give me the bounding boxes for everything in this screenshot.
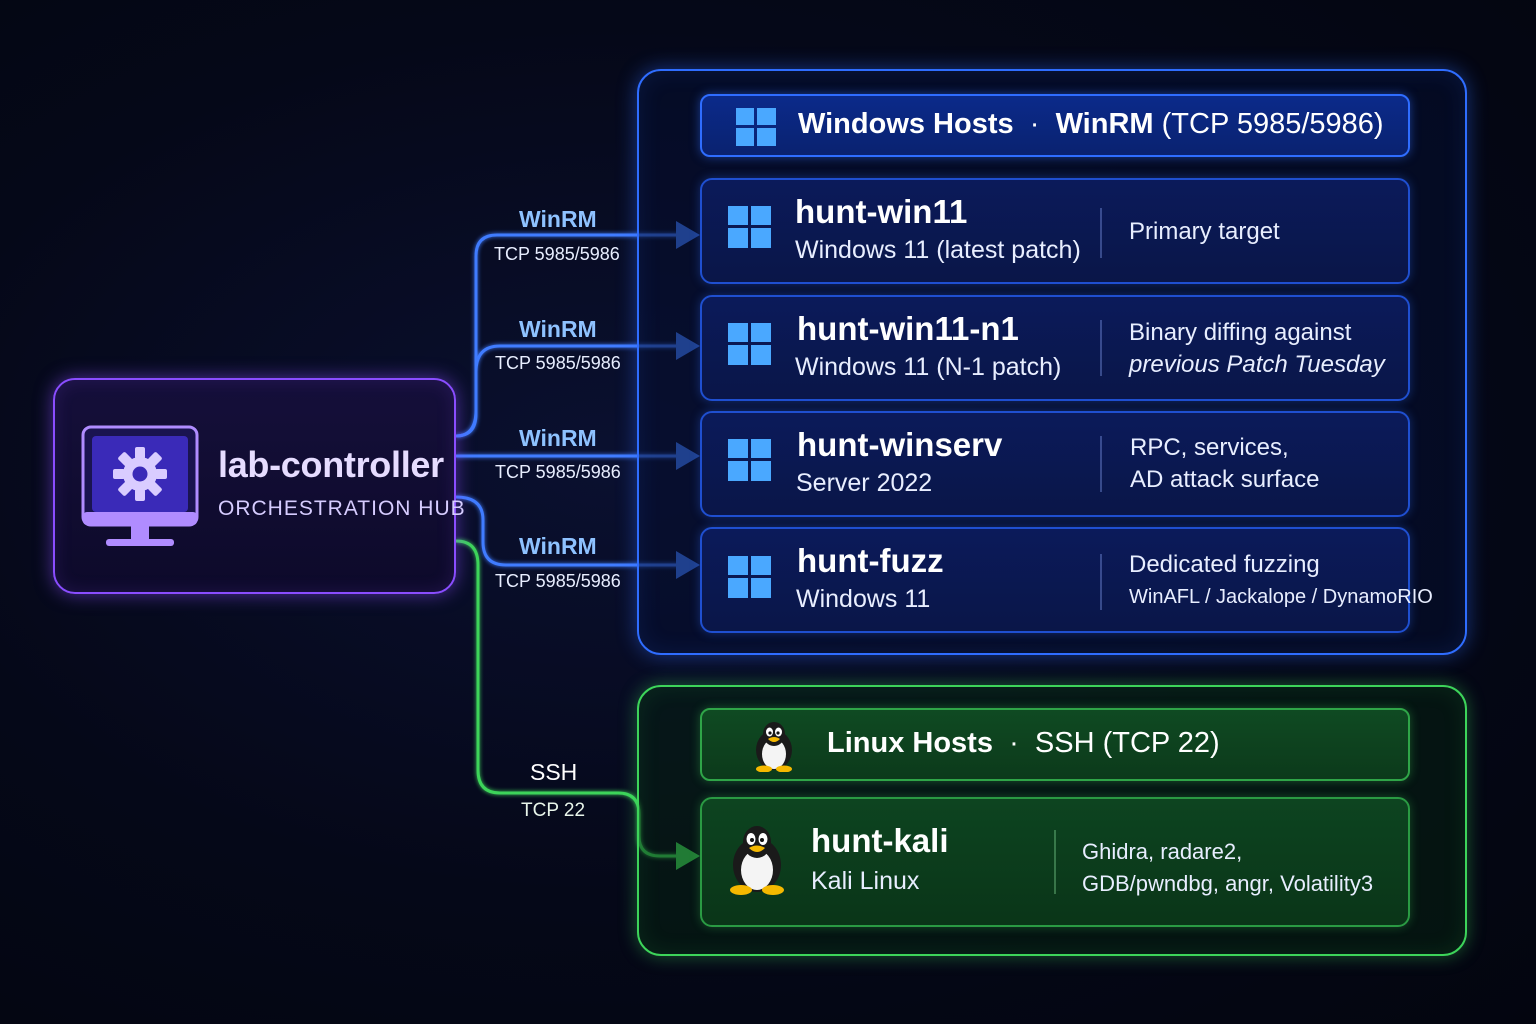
link-label-port: TCP 22: [521, 800, 586, 821]
host-os: Server 2022: [796, 469, 933, 497]
link-label-port: TCP 5985/5986: [495, 571, 621, 591]
wire-hunt-win11-n1: [455, 344, 680, 438]
card-divider: [1100, 208, 1102, 258]
host-os: Kali Linux: [811, 867, 920, 895]
linux-hosts-header-text: Linux Hosts · SSH (TCP 22): [827, 727, 1220, 760]
controller-node[interactable]: [53, 378, 456, 594]
host-note-line: Dedicated fuzzing: [1129, 551, 1320, 578]
card-divider: [1100, 554, 1102, 610]
host-name: hunt-win11: [795, 193, 968, 230]
windows-hosts-header-text: Windows Hosts · WinRM (TCP 5985/5986): [798, 108, 1384, 141]
group-title: Linux Hosts: [827, 727, 993, 759]
group-ports: (TCP 5985/5986): [1161, 108, 1384, 140]
host-os: Windows 11 (N-1 patch): [795, 353, 1062, 381]
link-label-protocol: WinRM: [519, 533, 597, 559]
card-divider: [1100, 436, 1102, 492]
host-name: hunt-fuzz: [797, 542, 944, 579]
wire-hunt-fuzz: [455, 495, 680, 567]
group-protocol: SSH: [1034, 727, 1095, 759]
linux-hosts-header: [700, 708, 1410, 781]
host-name: hunt-winserv: [797, 426, 1003, 463]
host-note-line: AD attack surface: [1130, 466, 1320, 493]
host-note: Ghidra, radare2, GDB/pwndbg, angr, Volat…: [1082, 836, 1373, 900]
separator-dot: ·: [1009, 727, 1019, 759]
windows-logo-icon: [736, 108, 776, 146]
tux-penguin-icon: [730, 826, 784, 895]
link-label-port: TCP 5985/5986: [494, 244, 620, 264]
host-note-line: Ghidra, radare2,: [1082, 839, 1243, 864]
host-card-hunt-fuzz[interactable]: [700, 527, 1410, 633]
controller-role: ORCHESTRATION HUB: [218, 497, 466, 520]
host-name: hunt-kali: [811, 822, 949, 859]
monitor-gear-icon: [81, 425, 199, 546]
link-label-protocol: WinRM: [519, 425, 597, 451]
card-divider: [1054, 830, 1056, 894]
link-label-protocol: WinRM: [519, 206, 597, 232]
link-label-port: TCP 5985/5986: [495, 462, 621, 482]
host-note-line: Binary diffing against: [1129, 319, 1352, 346]
host-os: Windows 11 (latest patch): [795, 236, 1081, 264]
host-note-line: WinAFL / Jackalope / DynamoRIO: [1129, 586, 1433, 608]
host-card-hunt-winserv[interactable]: [700, 411, 1410, 517]
windows-logo-icon: [728, 206, 771, 248]
separator-dot: ·: [1029, 108, 1040, 140]
card-divider: [1100, 320, 1102, 376]
host-card-hunt-win11[interactable]: [700, 178, 1410, 284]
link-label-protocol: WinRM: [519, 316, 597, 342]
group-protocol: WinRM: [1055, 108, 1154, 140]
host-name: hunt-win11-n1: [797, 310, 1019, 347]
host-note-line: RPC, services,: [1130, 434, 1289, 461]
host-note-line: GDB/pwndbg, angr, Volatility3: [1082, 871, 1374, 896]
windows-logo-icon: [728, 556, 771, 598]
host-note: Binary diffing against previous Patch Tu…: [1129, 317, 1385, 381]
host-note: Dedicated fuzzing WinAFL / Jackalope / D…: [1129, 549, 1433, 613]
host-note: Primary target: [1129, 218, 1280, 245]
group-ports: (TCP 22): [1102, 727, 1220, 759]
host-card-hunt-kali[interactable]: [700, 797, 1410, 927]
windows-hosts-header: [700, 94, 1410, 157]
controller-name: lab-controller: [218, 444, 444, 485]
host-note: RPC, services, AD attack surface: [1130, 432, 1319, 496]
host-os: Windows 11: [796, 585, 931, 613]
tux-penguin-icon: [756, 722, 792, 772]
host-note-line: previous Patch Tuesday: [1129, 351, 1385, 378]
link-label-protocol: SSH: [530, 759, 578, 785]
windows-logo-icon: [728, 323, 771, 365]
group-title: Windows Hosts: [798, 108, 1014, 140]
host-card-hunt-win11-n1[interactable]: [700, 295, 1410, 401]
windows-logo-icon: [728, 439, 771, 481]
link-label-port: TCP 5985/5986: [495, 353, 621, 373]
